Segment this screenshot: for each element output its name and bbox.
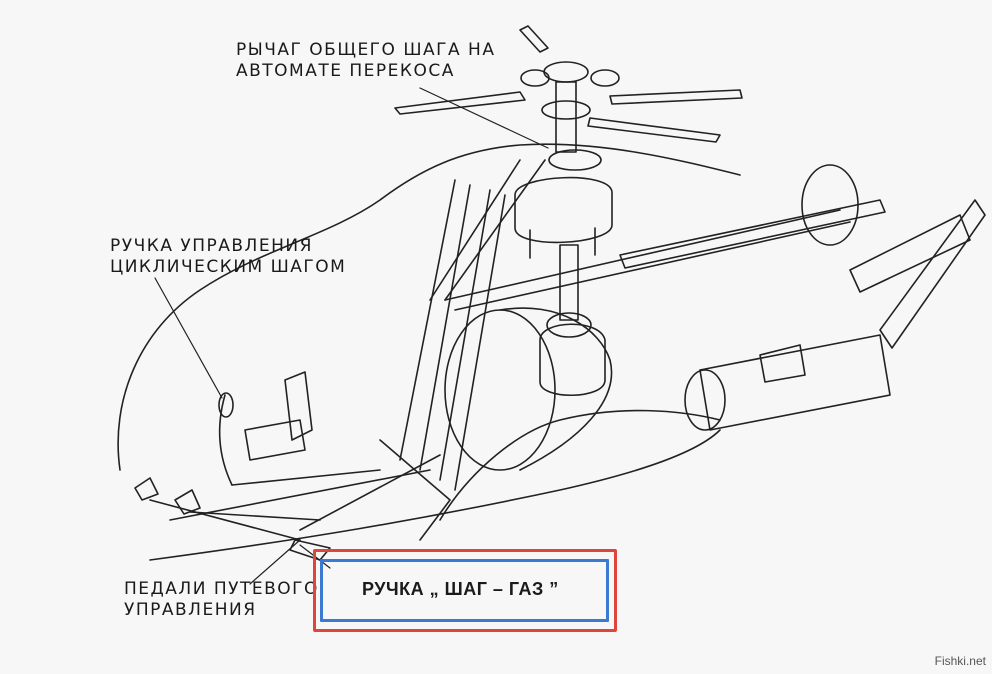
label-cyclic-stick-line1: РУЧКА УПРАВЛЕНИЯ [110, 236, 313, 256]
label-collective-lever-line1: РЫЧАГ ОБЩЕГО ШАГА НА [236, 40, 496, 60]
label-collective-lever: РЫЧАГ ОБЩЕГО ШАГА НА АВТОМАТЕ ПЕРЕКОСА [236, 40, 495, 82]
fuselage-outline [117, 143, 741, 471]
fuselage-side [439, 409, 721, 521]
rotor-blade-front [519, 25, 549, 53]
label-collective-lever-line2: АВТОМАТЕ ПЕРЕКОСА [236, 61, 455, 81]
tail-boom [619, 164, 986, 431]
label-throttle-handle: РУЧКА „ ШАГ – ГАЗ ” [362, 579, 559, 599]
watermark: Fishki.net [934, 654, 986, 668]
engine-body [444, 307, 613, 471]
rotor-blade-back [587, 117, 721, 143]
gearbox [514, 176, 613, 397]
control-rods [399, 159, 851, 491]
collective-lever [289, 439, 451, 561]
pedals [134, 469, 431, 541]
label-cyclic-stick: РУЧКА УПРАВЛЕНИЯ ЦИКЛИЧЕСКИМ ШАГОМ [110, 236, 346, 278]
pilot-seat [244, 371, 313, 461]
fuselage-lower [149, 429, 721, 561]
rotor-blade-right [609, 89, 743, 105]
label-pedals: ПЕДАЛИ ПУТЕВОГО УПРАВЛЕНИЯ [124, 579, 319, 621]
highlight-box-outer [313, 549, 617, 632]
label-pedals-line2: УПРАВЛЕНИЯ [124, 600, 257, 620]
rotor-blade-left [394, 91, 526, 115]
highlight-box-inner [320, 559, 609, 622]
cyclic-stick [218, 392, 381, 486]
leader-lines [154, 87, 549, 585]
rotor-hub [520, 61, 620, 171]
label-cyclic-stick-line2: ЦИКЛИЧЕСКИМ ШАГОМ [110, 257, 347, 277]
label-pedals-line1: ПЕДАЛИ ПУТЕВОГО [124, 579, 319, 599]
